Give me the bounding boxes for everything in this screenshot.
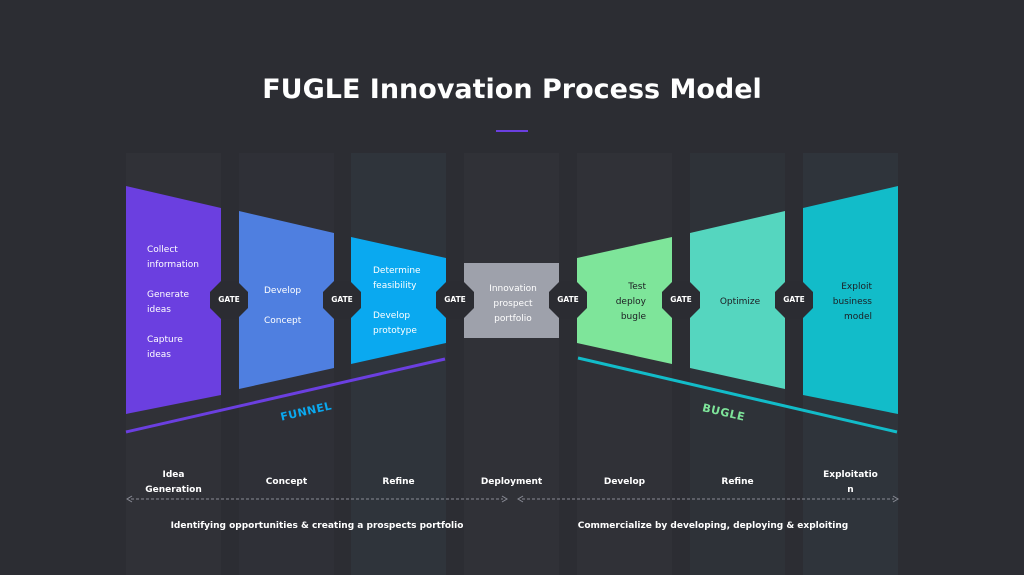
bugle-label: BUGLE <box>701 401 747 424</box>
stage-label-line: Refine <box>382 477 415 487</box>
stage-text-line: deploy <box>615 297 646 307</box>
stage-text-line: Test <box>628 282 646 292</box>
stage-text-6: Optimize <box>704 295 776 310</box>
stage-label-line: Exploitatio <box>823 470 878 480</box>
stage-text-4: Innovation prospect portfolio <box>472 282 554 327</box>
stage-label-line: Develop <box>603 477 646 487</box>
stage-label-7: Exploitatio n <box>803 468 898 498</box>
stage-text-line: Capture <box>147 335 183 345</box>
gate-label: GATE <box>218 295 240 304</box>
stage-label-line: Deployment <box>480 477 543 487</box>
gate-shape-1 <box>210 281 248 319</box>
funnel-label: FUNNEL <box>279 399 334 424</box>
phase-label-right: Commercialize by developing, deploying &… <box>577 521 849 531</box>
phase-arrow-right-head-start <box>517 495 524 503</box>
stage-label-line: Concept <box>265 477 308 487</box>
bugle-line <box>577 356 898 434</box>
title-underline <box>496 130 528 132</box>
stage-text-line: Concept <box>264 316 302 326</box>
gate-label: GATE <box>557 295 579 304</box>
stage-text-line: feasibility <box>373 281 417 291</box>
stage-text-line: Develop <box>373 311 411 321</box>
gate-6: GATE <box>775 281 813 319</box>
stage-label-line: n <box>847 485 854 495</box>
stage-label-line: Idea <box>162 470 185 480</box>
stage-shape-4 <box>464 263 559 338</box>
column-panel-3 <box>351 153 446 575</box>
stage-label-6: Refine <box>690 475 785 490</box>
stage-text-line: Determine <box>373 266 421 276</box>
stage-text-line: Develop <box>264 286 302 296</box>
stage-text-line: Collect <box>147 245 178 255</box>
gate-shape-6 <box>775 281 813 319</box>
stage-text-line: business <box>832 297 872 307</box>
stage-shape-7 <box>803 186 898 414</box>
gate-shape-3 <box>436 281 474 319</box>
stage-text-line: Exploit <box>841 282 872 292</box>
phase-arrow-left-head-start <box>126 495 133 503</box>
stage-label-line: Refine <box>721 477 754 487</box>
gate-4: GATE <box>549 281 587 319</box>
stage-text-line <box>264 299 324 314</box>
stage-text-line: model <box>843 312 872 322</box>
gate-label: GATE <box>331 295 353 304</box>
stage-label-line: Generation <box>145 485 202 495</box>
stage-text-line: ideas <box>147 305 171 315</box>
stage-text-line: information <box>147 260 199 270</box>
stage-text-line: ideas <box>147 350 171 360</box>
stage-shape-2 <box>239 211 334 389</box>
gate-shape-5 <box>662 281 700 319</box>
gate-label: GATE <box>670 295 692 304</box>
stage-shape-5 <box>577 237 672 364</box>
stage-text-line: Generate <box>147 290 190 300</box>
stage-text-line: portfolio <box>494 314 532 324</box>
stage-text-5: Test deploy bugle <box>596 280 646 325</box>
stage-shape-6 <box>690 211 785 389</box>
stage-text-line <box>147 273 217 288</box>
stage-text-line: Innovation <box>489 284 537 294</box>
phase-arrow-right-head-end <box>892 495 899 503</box>
funnel-line <box>125 357 446 434</box>
stage-text-line <box>373 294 438 309</box>
gate-shape-4 <box>549 281 587 319</box>
page-title: FUGLE Innovation Process Model <box>262 74 762 105</box>
gate-shape-2 <box>323 281 361 319</box>
gate-5: GATE <box>662 281 700 319</box>
stage-label-3: Refine <box>351 475 446 490</box>
stage-shape-1 <box>126 186 221 414</box>
gate-label: GATE <box>444 295 466 304</box>
stage-text-line <box>147 318 217 333</box>
stage-label-2: Concept <box>239 475 334 490</box>
column-panel-5 <box>577 153 672 575</box>
gate-3: GATE <box>436 281 474 319</box>
gate-label: GATE <box>783 295 805 304</box>
stage-label-5: Develop <box>577 475 672 490</box>
stage-label-4: Deployment <box>464 475 559 490</box>
stage-text-line: prototype <box>373 326 417 336</box>
gate-2: GATE <box>323 281 361 319</box>
column-panel-4 <box>464 153 559 575</box>
phase-label-left: Identifying opportunities & creating a p… <box>170 521 464 531</box>
gate-1: GATE <box>210 281 248 319</box>
stage-shape-3 <box>351 237 446 364</box>
stage-text-line: prospect <box>493 299 533 309</box>
stage-text-line: Optimize <box>719 297 761 307</box>
stage-text-line: bugle <box>620 312 646 322</box>
phase-arrow-left-head-end <box>501 495 508 503</box>
stage-text-7: Exploit business model <box>820 280 872 325</box>
